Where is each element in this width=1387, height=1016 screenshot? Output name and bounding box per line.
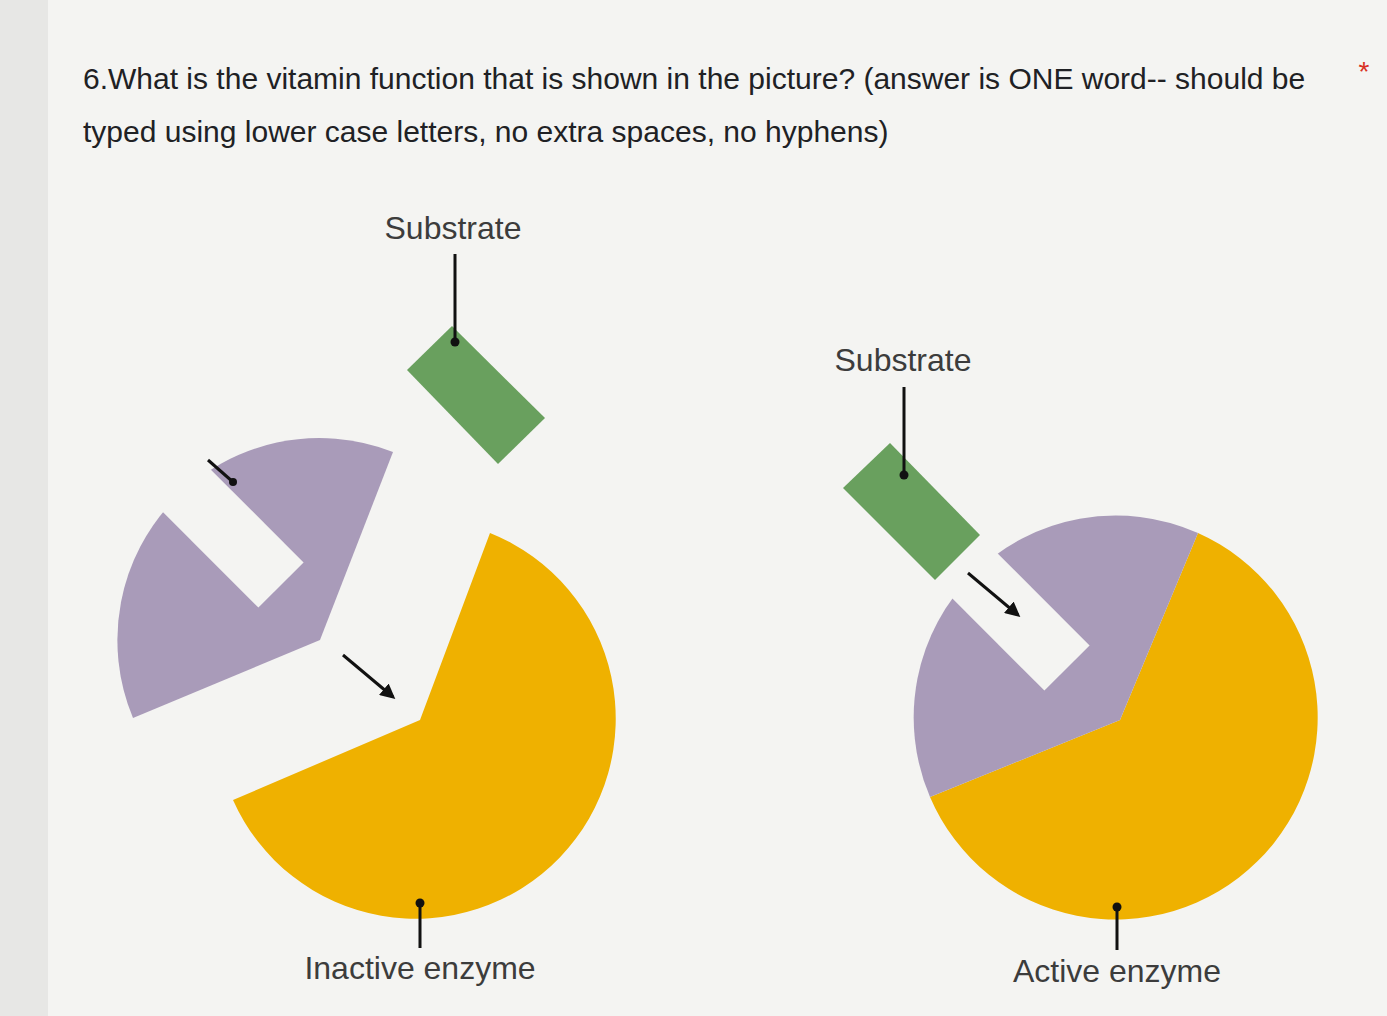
pointer-dot: [229, 478, 237, 486]
leader-line: [454, 254, 457, 342]
coenzyme-part: [117, 438, 393, 718]
leader-dot: [900, 471, 909, 480]
leader-dot: [451, 338, 460, 347]
arrow: [343, 655, 393, 697]
leader-line: [419, 903, 422, 948]
leader-line: [1116, 907, 1119, 950]
binding-slot: [938, 539, 1089, 690]
substrate-shape: [843, 443, 980, 580]
question-title: 6.What is the vitamin function that is s…: [83, 52, 1353, 158]
required-mark: *: [1359, 56, 1370, 88]
part-label: Inactive enzyme: [304, 950, 535, 987]
arrow: [968, 573, 1018, 615]
leader-dot: [1113, 903, 1122, 912]
substrate-shape: [407, 326, 545, 464]
part-label: Substrate: [835, 342, 972, 379]
binding-slot: [152, 456, 303, 607]
leader-dot: [416, 899, 425, 908]
part-label: Active enzyme: [1013, 953, 1221, 990]
part-label: Substrate: [385, 210, 522, 247]
leader-line: [903, 387, 906, 475]
page-margin: [0, 0, 48, 1016]
pointer: [208, 460, 233, 482]
